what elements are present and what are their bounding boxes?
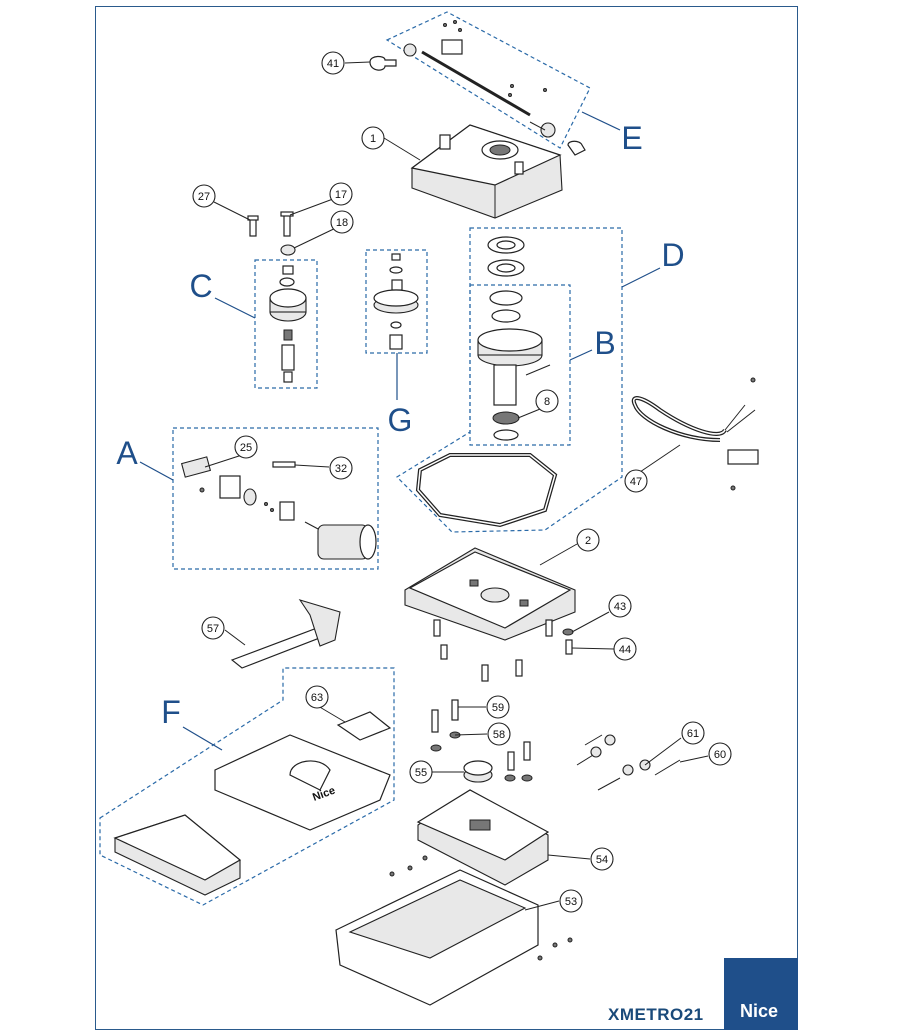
group-label-e: E: [581, 111, 643, 156]
callout-27: 27: [192, 184, 216, 208]
part-pins-60-61: [576, 734, 681, 791]
group-label-f: F: [161, 694, 223, 751]
svg-text:59: 59: [492, 702, 504, 714]
group-d-outline: [396, 227, 623, 533]
svg-text:58: 58: [493, 729, 505, 741]
svg-text:A: A: [116, 435, 138, 471]
part-motor: [304, 521, 377, 560]
callout-1: 1: [361, 126, 385, 150]
callout-53: 53: [559, 889, 583, 913]
callout-25: 25: [234, 435, 258, 459]
group-label-d: D: [621, 237, 685, 288]
svg-text:F: F: [161, 694, 181, 730]
callout-61: 61: [681, 721, 705, 745]
part-cable-47: [631, 377, 759, 491]
callout-63: 63: [305, 685, 329, 709]
drawing-frame: [95, 6, 798, 1030]
callout-41: 41: [321, 51, 345, 75]
part-gear-g: [373, 253, 419, 350]
callout-57: 57: [201, 616, 225, 640]
callout-58: 58: [487, 722, 511, 746]
group-label-c: C: [189, 268, 256, 319]
svg-text:B: B: [594, 325, 615, 361]
svg-text:63: 63: [311, 692, 323, 704]
svg-text:1: 1: [370, 133, 376, 145]
part-pin-32: [272, 461, 296, 468]
group-b-outline: [469, 284, 571, 446]
callout-47: 47: [624, 469, 648, 493]
part-label-63: [336, 711, 392, 741]
svg-text:41: 41: [327, 58, 339, 70]
part-gear-c: [269, 265, 307, 383]
callout-55: 55: [409, 760, 433, 784]
callout-60: 60: [708, 742, 732, 766]
svg-text:60: 60: [714, 749, 726, 761]
svg-text:53: 53: [565, 896, 577, 908]
part-bracket-57: [230, 599, 341, 669]
group-e-outline: [385, 11, 591, 149]
part-housing-bottom: [404, 547, 576, 641]
part-chassis-54: [416, 789, 550, 886]
part-screws-43-44: [433, 619, 574, 682]
part-key-41: [369, 55, 397, 71]
part-housing-top: [410, 124, 563, 219]
svg-text:61: 61: [687, 728, 699, 740]
callout-32: 32: [329, 456, 353, 480]
svg-text:2: 2: [585, 535, 591, 547]
part-gasket: [415, 453, 558, 528]
svg-text:18: 18: [336, 217, 348, 229]
part-cover: Nice: [214, 734, 391, 831]
part-battery-box: [113, 814, 242, 896]
svg-text:54: 54: [596, 854, 608, 866]
svg-text:C: C: [189, 268, 212, 304]
callout-59: 59: [486, 695, 510, 719]
group-a-outline: [172, 427, 379, 570]
group-label-b: B: [569, 325, 616, 361]
group-c-outline: [254, 259, 318, 389]
callout-18: 18: [330, 210, 354, 234]
svg-text:G: G: [388, 402, 413, 438]
part-screw-27: [247, 215, 259, 237]
part-key-right: [567, 140, 586, 156]
part-bushing-55: [463, 760, 493, 783]
svg-text:57: 57: [207, 623, 219, 635]
svg-text:17: 17: [335, 189, 347, 201]
svg-text:43: 43: [614, 601, 626, 613]
svg-text:25: 25: [240, 442, 252, 454]
brand-logo-text: Nice: [740, 1001, 779, 1021]
part-release-shaft: [403, 20, 556, 138]
group-f-outline: [99, 667, 395, 906]
part-gear-b: [477, 236, 551, 441]
part-motor-bracket: [199, 475, 295, 521]
svg-text:44: 44: [619, 644, 631, 656]
callout-2: 2: [576, 528, 600, 552]
part-base-tray-53: [335, 855, 573, 1006]
group-label-a: A: [116, 435, 174, 481]
brand-logo: Nice: [724, 958, 798, 1030]
svg-text:32: 32: [335, 463, 347, 475]
drawing-code: XMETRO21: [608, 1005, 704, 1024]
callout-17: 17: [329, 182, 353, 206]
part-screw-17: [280, 211, 294, 237]
group-label-g: G: [388, 353, 413, 438]
part-washer-18: [280, 244, 296, 256]
callout-54: 54: [590, 847, 614, 871]
svg-text:55: 55: [415, 767, 427, 779]
callout-43: 43: [608, 594, 632, 618]
part-worm-screw-25: [180, 456, 212, 478]
svg-text:E: E: [621, 120, 642, 156]
svg-text:8: 8: [544, 396, 550, 408]
svg-text:D: D: [661, 237, 684, 273]
callout-44: 44: [613, 637, 637, 661]
group-g-outline: [365, 249, 428, 354]
svg-text:27: 27: [198, 191, 210, 203]
callout-8: 8: [535, 389, 559, 413]
svg-text:47: 47: [630, 476, 642, 488]
